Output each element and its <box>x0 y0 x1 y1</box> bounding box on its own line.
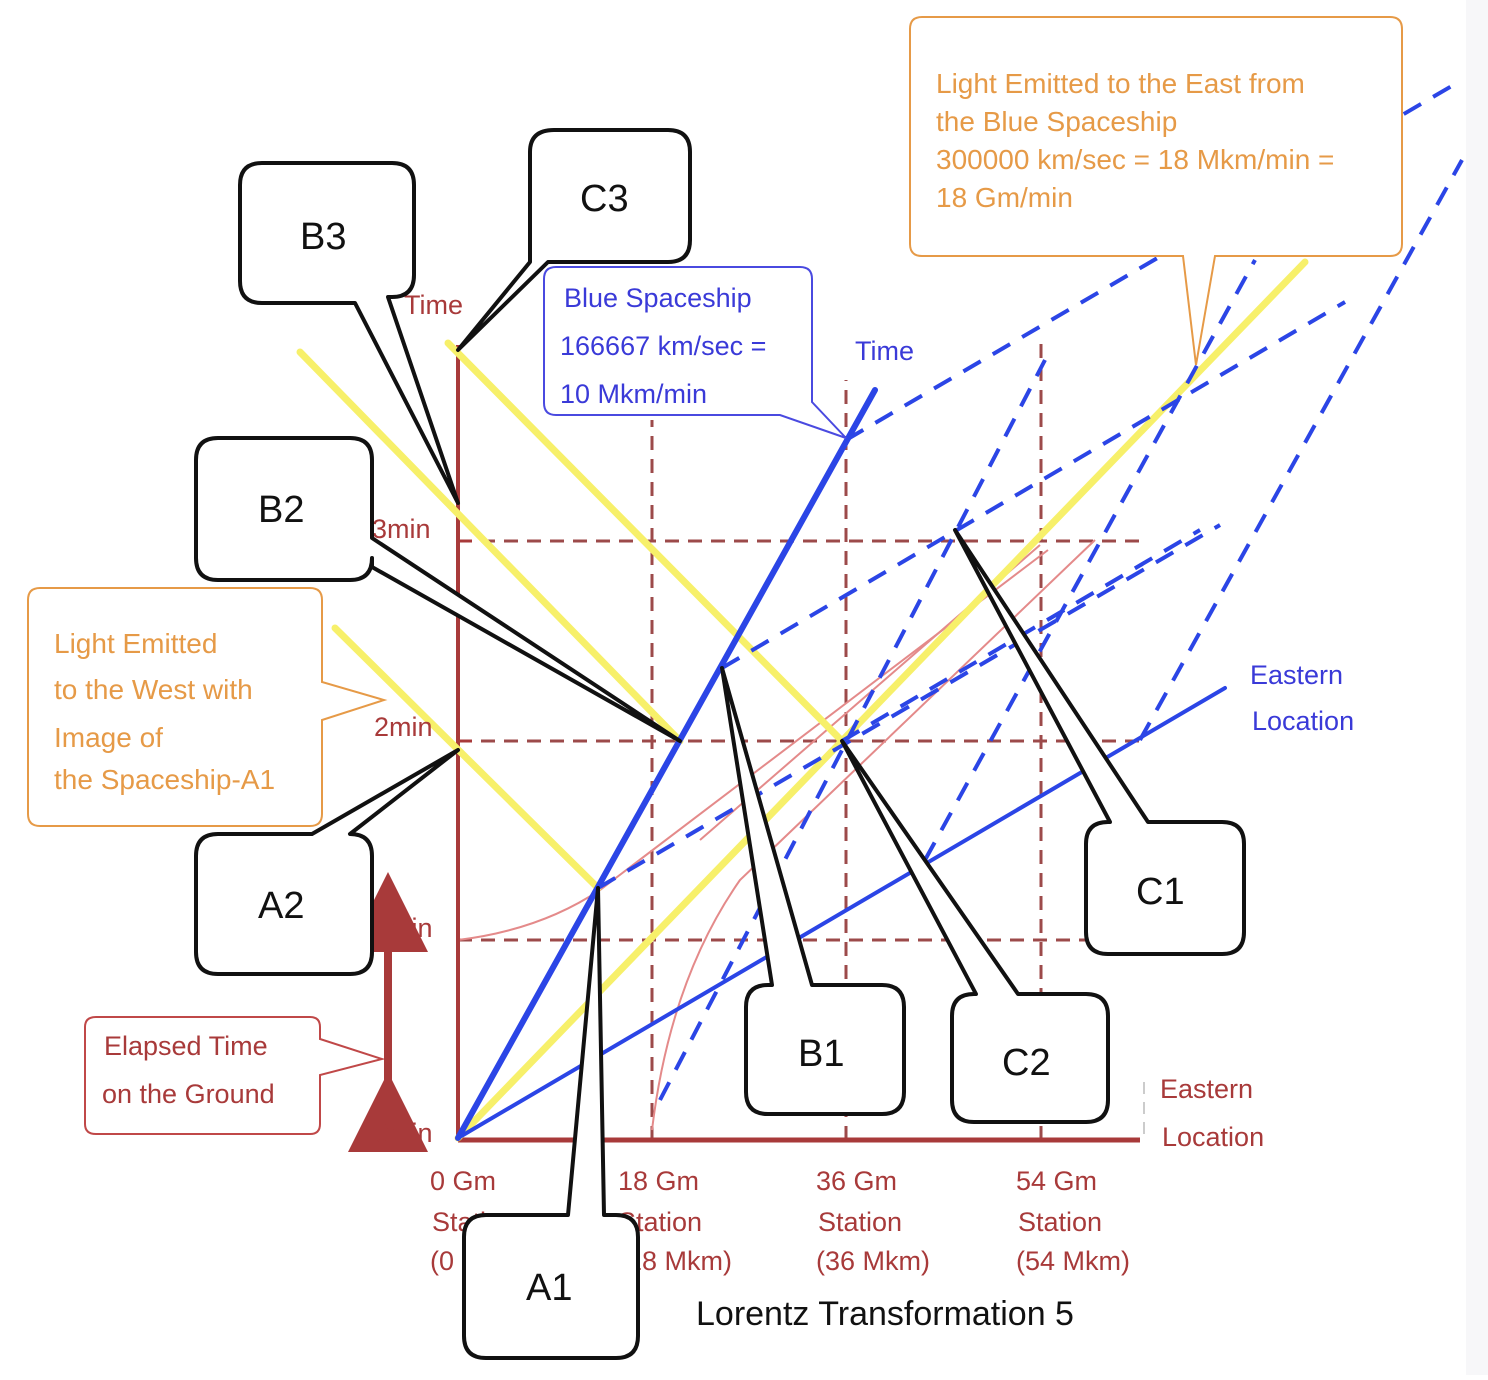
event-label-B1: B1 <box>720 666 906 1116</box>
west-light-callout: Light Emitted to the West with Image of … <box>27 587 388 827</box>
ship-axis-labels: Time Eastern Location <box>855 336 1354 736</box>
event-labels: B3 C3 B2 A2 A1 <box>194 128 1246 1360</box>
station-0-line-1: 0 Gm <box>430 1166 496 1196</box>
blue-callout-shape <box>543 266 847 439</box>
east-light-line-3: 300000 km/sec = 18 Mkm/min = <box>936 144 1334 175</box>
event-label-A1: A1 <box>462 886 640 1360</box>
east-light-line-2: the Blue Spaceship <box>936 106 1177 137</box>
event-label-B3: B3 <box>238 161 460 505</box>
event-label-B2-text: B2 <box>258 489 304 531</box>
tick-label-1min: 1min <box>374 913 433 943</box>
ground-axes <box>456 345 1140 1143</box>
diagram-title: Lorentz Transformation 5 <box>696 1295 1074 1333</box>
event-label-A1-text: A1 <box>526 1267 572 1309</box>
elapsed-time-callout: Elapsed Time on the Ground <box>84 872 428 1152</box>
event-label-C1: C1 <box>953 528 1246 956</box>
station-36: 36 Gm Station (36 Mkm) <box>816 1166 930 1276</box>
elapsed-line-1: Elapsed Time <box>104 1031 268 1061</box>
blue-callout-line-3: 10 Mkm/min <box>560 379 707 409</box>
hyperbola-space-1 <box>651 539 1096 1131</box>
station-36-line-3: (36 Mkm) <box>816 1246 930 1276</box>
west-light-line-3: Image of <box>54 722 163 753</box>
station-54-line-1: 54 Gm <box>1016 1166 1097 1196</box>
ship-worldline-x3 <box>1138 159 1464 741</box>
station-54-line-2: Station <box>1018 1207 1102 1237</box>
station-18-line-1: 18 Gm <box>618 1166 699 1196</box>
event-label-B3-text: B3 <box>300 216 346 258</box>
east-light-line-4: 18 Gm/min <box>936 182 1073 213</box>
light-west-from-C2 <box>444 339 846 745</box>
light-west-from-A1 <box>331 624 602 892</box>
west-light-line-4: the Spaceship-A1 <box>54 764 275 795</box>
ship-time-label: Time <box>855 336 914 366</box>
tick-label-2min: 2min <box>374 712 433 742</box>
ship-simultaneity-A1 <box>596 523 1222 890</box>
blue-callout-line-2: 166667 km/sec = <box>560 331 766 361</box>
east-light-line-1: Light Emitted to the East from <box>936 68 1305 99</box>
tick-label-0min: 0min <box>374 1118 433 1148</box>
elapsed-callout-shape <box>84 1016 386 1135</box>
event-label-C2: C2 <box>840 739 1110 1124</box>
east-light-callout-shape <box>909 16 1403 366</box>
blue-spaceship-callout: Blue Spaceship 166667 km/sec = 10 Mkm/mi… <box>543 266 847 439</box>
west-light-line-2: to the West with <box>54 674 253 705</box>
event-label-A2: A2 <box>194 748 460 976</box>
ship-simultaneity-B1 <box>720 300 1347 670</box>
station-36-line-2: Station <box>818 1207 902 1237</box>
light-west-from-B2 <box>296 348 684 745</box>
station-54: 54 Gm Station (54 Mkm) <box>1016 1166 1130 1276</box>
event-label-B2: B2 <box>194 436 682 743</box>
tick-label-3min: 3min <box>372 514 431 544</box>
ship-space-label-2: Location <box>1252 706 1354 736</box>
elapsed-line-2: on the Ground <box>102 1079 275 1109</box>
event-label-C1-text: C1 <box>1136 871 1185 913</box>
ground-space-label-1: Eastern <box>1160 1074 1253 1104</box>
event-label-B1-text: B1 <box>798 1033 844 1075</box>
ship-time-axis <box>455 387 878 1141</box>
ground-axis-labels: Time 3min 2min 1min 0min Eastern Locatio… <box>372 290 1264 1152</box>
ground-space-label-2: Location <box>1162 1122 1264 1152</box>
blue-callout-line-1: Blue Spaceship <box>564 283 752 313</box>
west-light-callout-shape <box>27 587 388 827</box>
event-label-C3-text: C3 <box>580 178 629 220</box>
ground-time-label: Time <box>404 290 463 320</box>
ship-worldline-x1 <box>658 359 1047 1101</box>
event-label-A2-text: A2 <box>258 885 304 927</box>
ship-worldline-x2 <box>923 259 1257 861</box>
station-54-line-3: (54 Mkm) <box>1016 1246 1130 1276</box>
page-edge <box>1466 0 1488 1375</box>
east-light-callout: Light Emitted to the East from the Blue … <box>909 16 1403 366</box>
ship-space-label-1: Eastern <box>1250 660 1343 690</box>
event-label-C3: C3 <box>456 128 692 352</box>
event-label-C2-text: C2 <box>1002 1042 1051 1084</box>
station-36-line-1: 36 Gm <box>816 1166 897 1196</box>
west-light-line-1: Light Emitted <box>54 628 217 659</box>
